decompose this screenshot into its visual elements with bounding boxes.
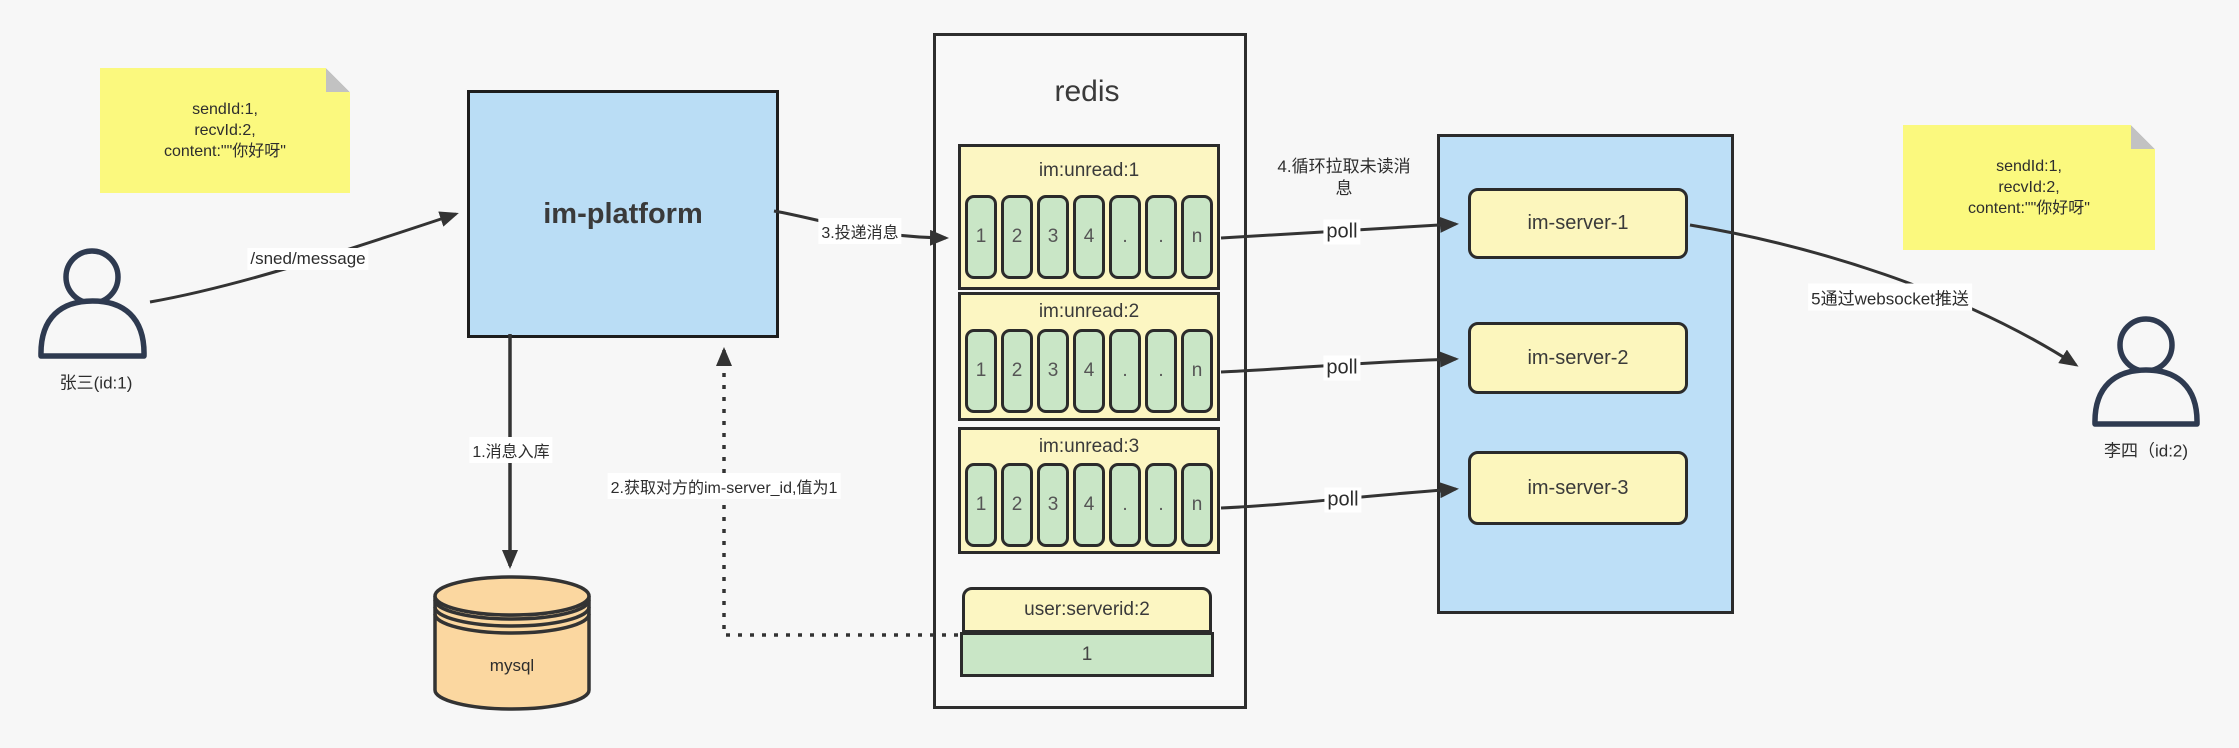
queue-cell: n	[1181, 195, 1213, 279]
poll-label-2: poll	[1323, 355, 1361, 381]
poll-label-3: poll	[1324, 487, 1362, 513]
queue-cells: 1 2 3 4 . . n	[965, 463, 1213, 547]
receiver-label: 李四（id:2)	[2103, 441, 2189, 461]
queue-cell: 2	[1001, 195, 1033, 279]
unread-queue-2: im:unread:2 1 2 3 4 . . n	[958, 292, 1220, 421]
queue-cell: 4	[1073, 329, 1105, 413]
note-line: content:""你好呀"	[164, 143, 286, 160]
queue-header: im:unread:2	[1038, 301, 1140, 322]
im-server-2-box: im-server-2	[1468, 322, 1688, 394]
queue-cell: n	[1181, 329, 1213, 413]
queue-cells: 1 2 3 4 . . n	[965, 195, 1213, 279]
queue-cell: 1	[965, 329, 997, 413]
im-platform-box: im-platform	[467, 90, 779, 338]
queue-header: im:unread:1	[1038, 160, 1140, 181]
queue-cell: .	[1109, 329, 1141, 413]
message-note-left: sendId:1, recvId:2, content:""你好呀"	[100, 68, 350, 193]
queue-cell: .	[1145, 463, 1177, 547]
queue-cell: 1	[965, 195, 997, 279]
mysql-label: mysql	[489, 656, 535, 675]
queue-cell: .	[1145, 195, 1177, 279]
im-platform-label: im-platform	[543, 197, 703, 230]
note-fold-corner	[326, 68, 350, 92]
redis-title: redis	[1054, 75, 1120, 108]
queue-cell: .	[1145, 329, 1177, 413]
note-line: content:""你好呀"	[1968, 200, 2090, 217]
queue-cells: 1 2 3 4 . . n	[965, 329, 1213, 413]
deliver-step-label: 3.投递消息	[818, 218, 902, 244]
receiver-person-icon	[2092, 316, 2200, 427]
note-fold-corner	[2131, 125, 2155, 149]
queue-cell: 2	[1001, 329, 1033, 413]
store-step-label: 1.消息入库	[469, 437, 553, 463]
queue-cell: 3	[1037, 329, 1069, 413]
sender-person-icon	[38, 248, 147, 359]
message-note-right: sendId:1, recvId:2, content:""你好呀"	[1903, 125, 2155, 250]
poll-step-label: 4.循环拉取未读消 息	[1277, 157, 1411, 198]
queue-cell: 3	[1037, 463, 1069, 547]
queue-cell: n	[1181, 463, 1213, 547]
note-line: recvId:2,	[1998, 179, 2060, 196]
user-serverid-header: user:serverid:2	[962, 587, 1212, 633]
note-line: sendId:1,	[192, 101, 258, 118]
mysql-cylinder-icon	[433, 575, 591, 711]
sender-label: 张三(id:1)	[59, 373, 133, 393]
queue-cell: .	[1109, 463, 1141, 547]
queue-cell: 2	[1001, 463, 1033, 547]
unread-queue-3: im:unread:3 1 2 3 4 . . n	[958, 427, 1220, 554]
note-line: recvId:2,	[194, 122, 256, 139]
queue-cell: .	[1109, 195, 1141, 279]
queue-header: im:unread:3	[1038, 435, 1140, 457]
im-server-1-box: im-server-1	[1468, 188, 1688, 259]
send-endpoint-label: /sned/message	[247, 248, 369, 270]
queue-cell: 4	[1073, 195, 1105, 279]
lookup-step-label: 2.获取对方的im-server_id,值为1	[607, 473, 841, 499]
unread-queue-1: im:unread:1 1 2 3 4 . . n	[958, 144, 1220, 290]
user-serverid-value: 1	[960, 632, 1214, 677]
queue-cell: 3	[1037, 195, 1069, 279]
push-step-label: 5通过websocket推送	[1808, 283, 1972, 311]
queue-cell: 1	[965, 463, 997, 547]
note-line: sendId:1,	[1996, 158, 2062, 175]
poll-label-1: poll	[1323, 219, 1361, 245]
im-server-3-box: im-server-3	[1468, 451, 1688, 525]
queue-cell: 4	[1073, 463, 1105, 547]
